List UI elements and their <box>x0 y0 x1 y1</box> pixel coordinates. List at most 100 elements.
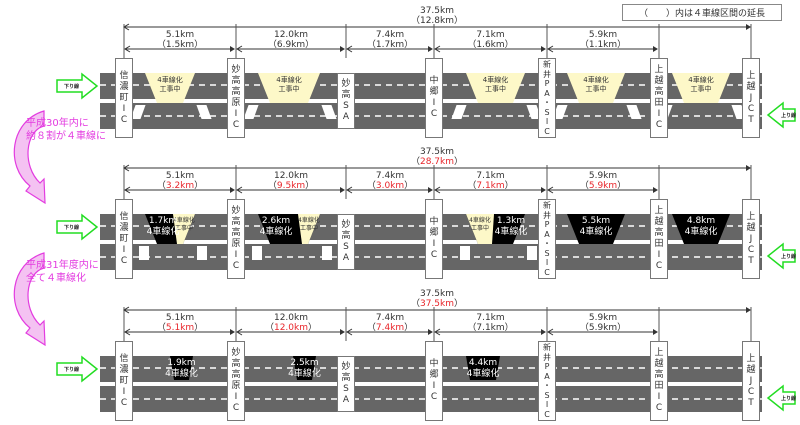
station-char: A <box>342 253 350 263</box>
station-char: 郷 <box>429 87 439 97</box>
station-char: A <box>544 229 550 239</box>
value-text: 2.6km <box>261 216 291 226</box>
segment-length: 5.1km <box>166 30 194 40</box>
value-text: 工事中 <box>174 225 194 232</box>
station-char: 越 <box>746 364 756 375</box>
value-text: 工事中 <box>485 85 506 93</box>
arrow-head-icon <box>541 187 546 193</box>
station-char: I <box>234 392 238 402</box>
station-char: I <box>545 117 549 126</box>
total-4lane-length: （12.8km） <box>410 16 464 26</box>
station-char: 妙 <box>341 79 351 89</box>
arrow-head-icon <box>434 45 441 53</box>
station-char: 田 <box>654 381 664 391</box>
value-text: 4車線化 <box>298 217 320 224</box>
value-text: 1.9km <box>167 358 196 368</box>
arrow-head-icon <box>340 187 345 193</box>
value-text: 5.5km <box>581 216 611 226</box>
station-char: J <box>749 375 753 386</box>
station-char: 井 <box>543 210 551 220</box>
station-char: 越 <box>654 217 664 227</box>
station-char: S <box>343 242 349 252</box>
value-text: 6.9km <box>276 40 306 50</box>
works-zone <box>466 214 494 244</box>
station-char: 越 <box>746 81 756 92</box>
station-char: 井 <box>543 69 551 79</box>
station-char: C <box>747 386 755 397</box>
hatch-mark <box>130 105 146 119</box>
station-char: ・ <box>543 98 551 107</box>
segment-4lane-length: （6.9km） <box>267 40 315 50</box>
station-char: I <box>657 392 661 402</box>
up-direction-arrow-icon <box>766 242 796 270</box>
value-text: 5.9km <box>588 171 618 181</box>
down-direction-label: 下り線 <box>64 366 79 373</box>
station-char: I <box>657 109 661 119</box>
station-char: 妙 <box>341 220 351 230</box>
station-char: A <box>342 395 350 405</box>
up-direction-arrow-icon <box>766 384 796 412</box>
works-label: 4車線化工事中 <box>173 217 195 233</box>
value-text: 7.4km <box>375 313 405 323</box>
segment-length: 7.4km <box>376 171 404 181</box>
station-char: 越 <box>746 222 756 233</box>
segment-length: 5.9km <box>589 313 617 323</box>
value-text: 下り線 <box>64 225 80 231</box>
station-char: 新 <box>543 60 551 69</box>
arrow-head-icon <box>236 186 243 194</box>
value-text: 7.4km <box>375 30 405 40</box>
station-char: I <box>432 98 436 108</box>
value-text: 1.7km <box>375 40 405 50</box>
value-text: 1.1km <box>588 40 618 50</box>
station-char: C <box>655 120 663 130</box>
value-text: 4車線化 <box>146 227 180 237</box>
value-text: 5.1km <box>165 171 195 181</box>
station-char: C <box>120 114 128 125</box>
station-char: C <box>430 392 438 402</box>
station-char: T <box>748 255 754 266</box>
arrow-head-icon <box>124 186 131 194</box>
value-text: 約８割が４車線に <box>26 131 106 142</box>
arrow-head-icon <box>428 187 433 193</box>
station-char: 上 <box>746 70 756 81</box>
segment-4lane-length: （1.6km） <box>467 40 514 50</box>
value-text: 12.8km <box>419 16 455 26</box>
station-char: ・ <box>543 381 551 390</box>
arrow-head-icon <box>434 186 441 194</box>
works-label: 4車線化工事中 <box>688 76 713 94</box>
value-text: 5.1km <box>165 30 195 40</box>
station-char: 原 <box>231 239 241 249</box>
transition-arrow-icon <box>13 110 46 205</box>
station-char: C <box>655 261 663 271</box>
value-text: 工事中 <box>159 85 181 93</box>
completed-zone <box>567 214 625 244</box>
station-char: 高 <box>231 228 241 238</box>
value-text: 37.5km <box>419 147 455 157</box>
segment-length: 12.0km <box>274 171 308 181</box>
arrow-head-icon <box>653 329 658 335</box>
arrow-head-icon <box>230 46 235 52</box>
value-text: 4車線化 <box>494 227 528 237</box>
works-zone <box>173 214 195 244</box>
works-label: 4車線化工事中 <box>298 217 320 233</box>
arrow-head-icon <box>547 45 554 53</box>
value-text: 2.5km <box>290 358 319 368</box>
value-text: 7.1km <box>476 171 505 181</box>
station-char: 信 <box>119 353 129 364</box>
station-char: I <box>234 109 238 119</box>
value-text: 4車線化 <box>688 76 714 84</box>
completed-zone <box>672 214 730 244</box>
arrow-head-icon <box>346 186 353 194</box>
hatch-mark <box>321 105 337 119</box>
works-label: 4車線化工事中 <box>583 76 608 94</box>
